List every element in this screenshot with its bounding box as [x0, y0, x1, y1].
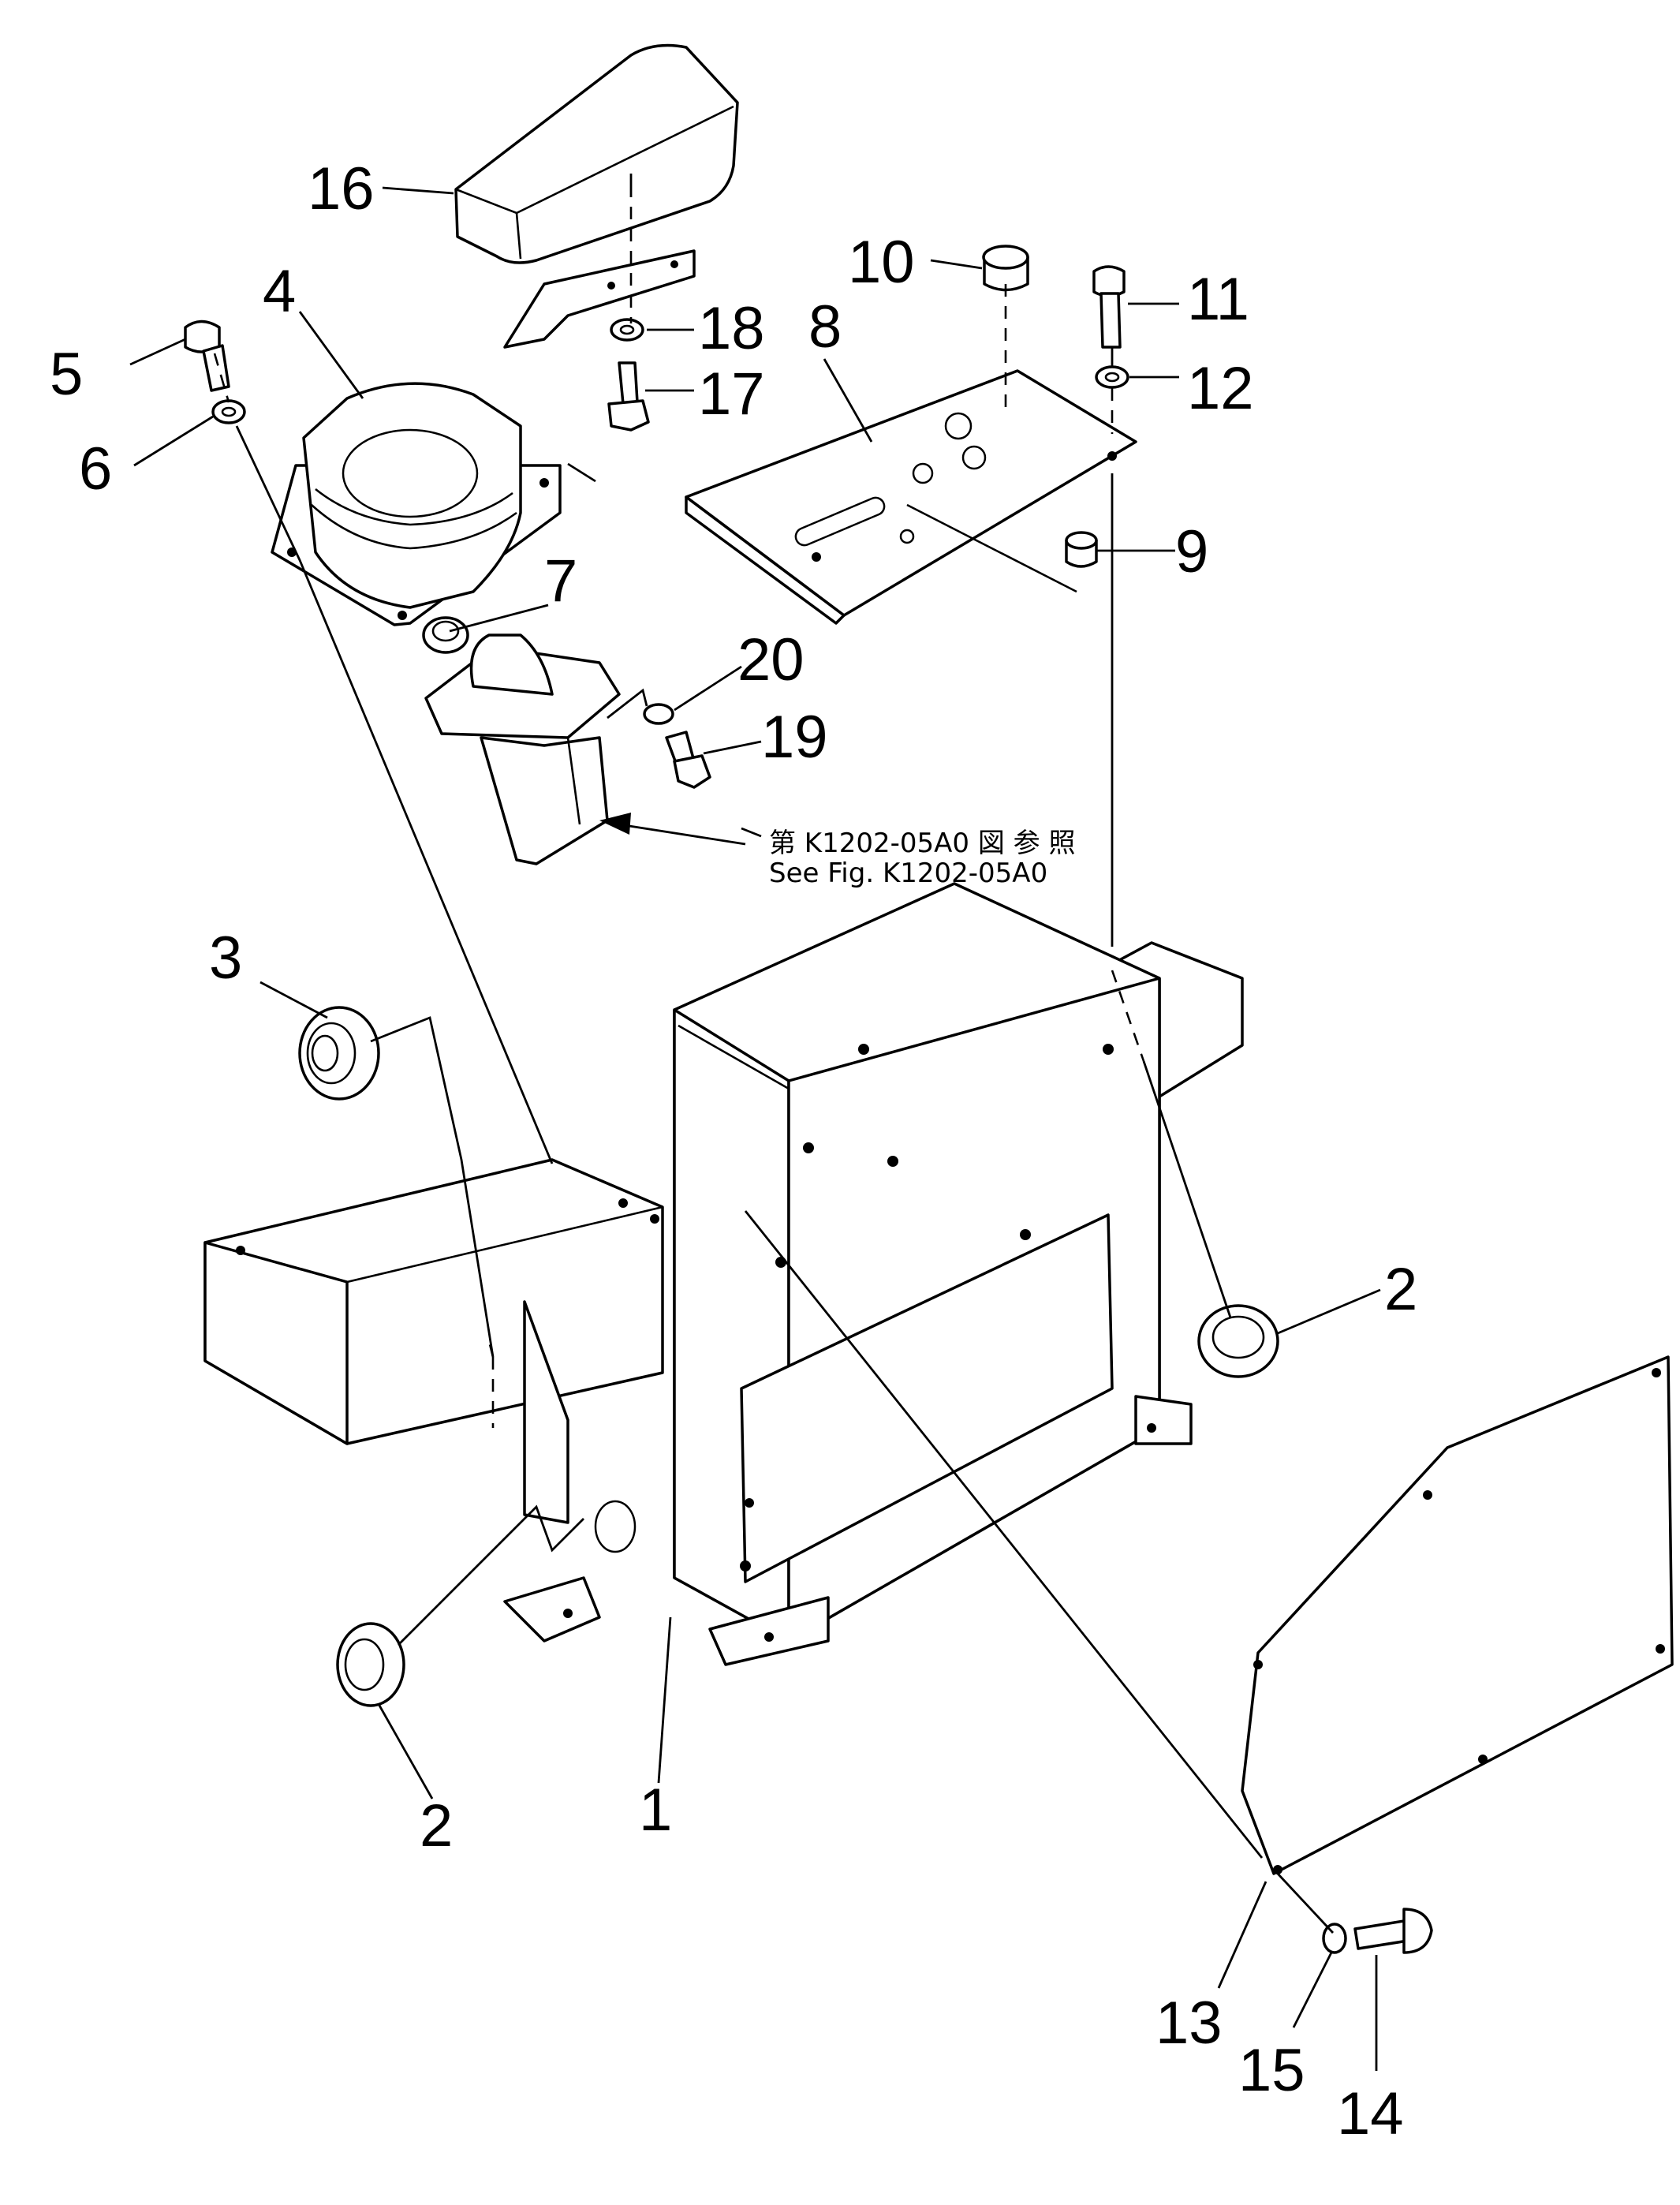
reference-jp: 第 K1202-05A0 図 参 照	[769, 828, 1075, 859]
grommet-3	[298, 1006, 380, 1101]
bolt-19	[665, 731, 711, 789]
label-4: 4	[263, 258, 296, 325]
label-7: 7	[544, 548, 577, 615]
washer-20	[643, 703, 674, 725]
armrest-pad	[454, 43, 739, 264]
label-9: 9	[1175, 518, 1208, 585]
washer-12	[1095, 365, 1129, 389]
label-5: 5	[50, 341, 83, 408]
label-3: 3	[209, 925, 242, 992]
reference-en: See Fig. K1202-05A0	[769, 858, 1047, 889]
bolt-11	[1092, 265, 1126, 349]
washer-6	[211, 399, 246, 424]
label-16: 16	[308, 155, 375, 222]
label-19: 19	[761, 704, 828, 771]
boot-bracket	[271, 249, 696, 626]
figure-reference-note: 第 K1202-05A0 図 参 照 See Fig. K1202-05A0	[769, 828, 1075, 889]
label-6: 6	[79, 435, 112, 503]
bolt-17	[607, 361, 650, 432]
bolt-5	[184, 320, 230, 392]
side-cover	[1241, 1355, 1674, 1875]
washer-18	[610, 318, 644, 342]
label-15: 15	[1238, 2037, 1305, 2104]
cap-10	[982, 245, 1029, 292]
label-2-left: 2	[420, 1792, 453, 1859]
label-11: 11	[1187, 266, 1249, 333]
label-8: 8	[808, 293, 842, 361]
console-body	[203, 882, 1244, 1666]
bolt-14	[1353, 1908, 1433, 1954]
leader-lines	[129, 186, 1381, 2071]
part-labels: 16 10 11 8 18 12 17 4 5 6 9 7 20 19 3 2 …	[50, 155, 1417, 2147]
label-10: 10	[848, 229, 915, 296]
label-18: 18	[698, 295, 765, 362]
assembly-lines	[213, 174, 1335, 1934]
joystick-assembly	[422, 616, 621, 865]
grommet-2-left	[336, 1622, 405, 1707]
label-12: 12	[1187, 355, 1254, 422]
grommet-2-right	[1197, 1304, 1279, 1378]
reference-arrow	[599, 813, 746, 846]
cap-9	[1065, 531, 1098, 568]
cover-plate	[685, 369, 1137, 625]
label-17: 17	[698, 361, 765, 428]
label-20: 20	[737, 626, 805, 693]
label-14: 14	[1337, 2080, 1404, 2147]
label-1: 1	[639, 1777, 672, 1844]
label-13: 13	[1155, 1990, 1223, 2057]
label-2-right: 2	[1384, 1256, 1417, 1323]
washer-15	[1322, 1923, 1347, 1954]
